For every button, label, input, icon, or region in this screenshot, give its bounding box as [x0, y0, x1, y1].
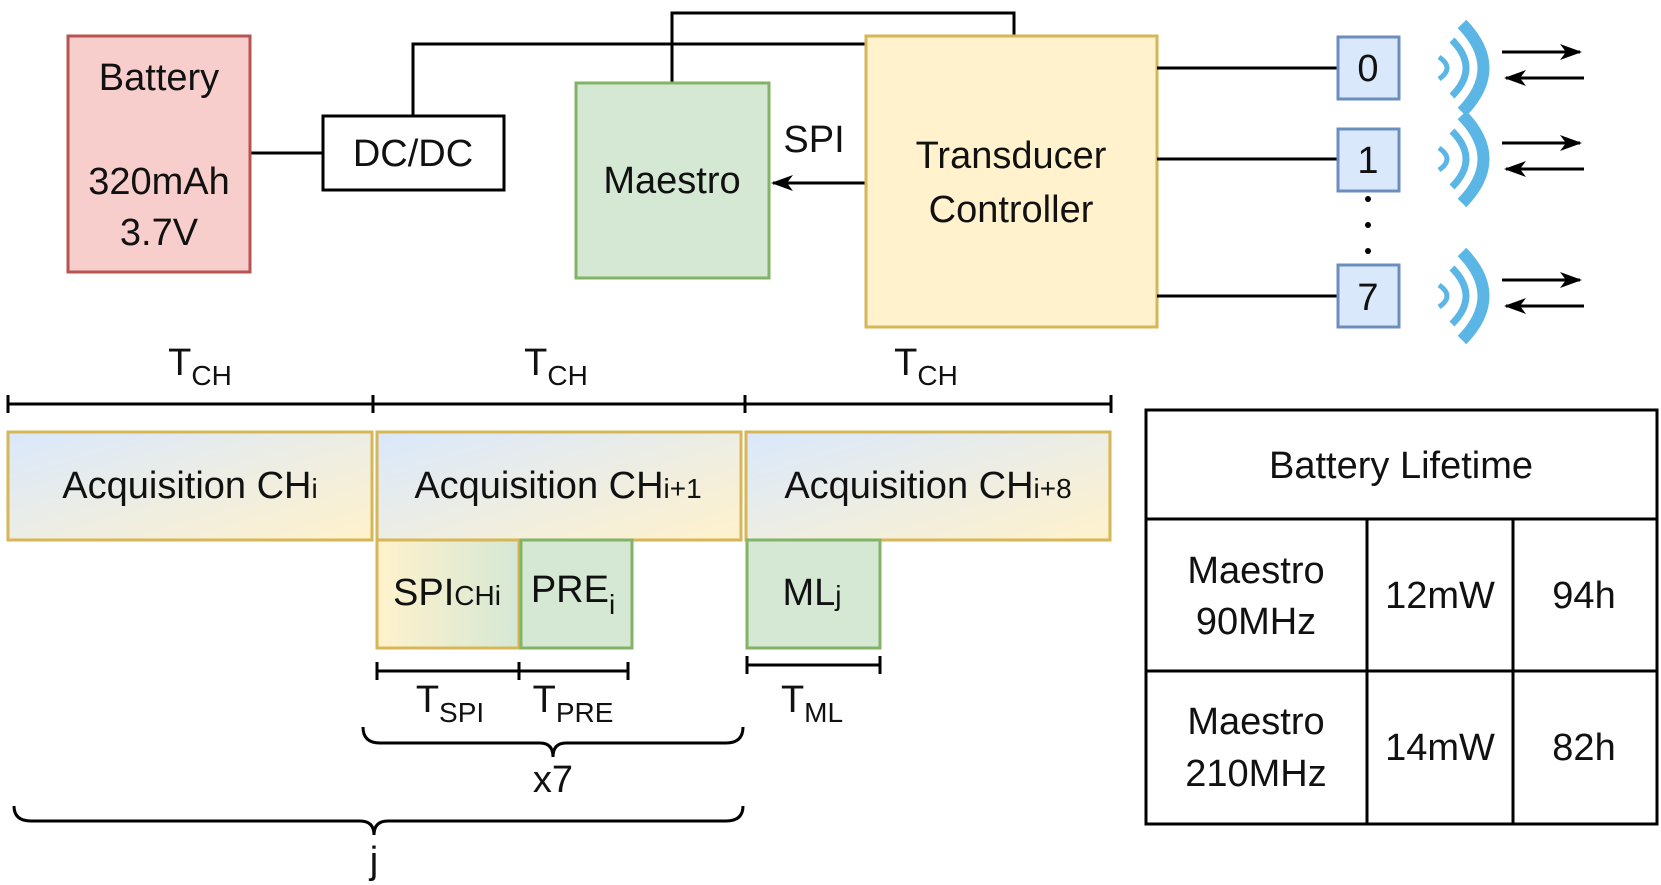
battery-voltage: 3.7V — [120, 212, 199, 254]
outer-label: j — [369, 840, 378, 882]
channel-0: 0 — [1336, 35, 1401, 101]
channel-7: 7 — [1336, 263, 1401, 329]
ultrasound-wave-1 — [1437, 110, 1584, 208]
controller-label-line1: Transducer — [916, 135, 1107, 177]
maestro-label: Maestro — [603, 160, 740, 202]
t-pre-label: TPRE — [533, 679, 614, 728]
svg-text:TCH: TCH — [524, 342, 588, 391]
ml-inference-block: MLj — [745, 538, 882, 650]
svg-text:Acquisition CHi: Acquisition CHi — [62, 465, 317, 507]
battery-block: Battery 320mAh 3.7V — [66, 34, 252, 274]
svg-text:TCH: TCH — [168, 342, 232, 391]
config-cell-freq: 90MHz — [1196, 601, 1316, 643]
spi-link: SPI — [771, 119, 866, 191]
lifetime-cell: 82h — [1552, 727, 1615, 769]
svg-text:MLj: MLj — [782, 572, 841, 614]
acquisition-ch-i+1: Acquisition CHi+1 — [375, 430, 743, 542]
ultrasound-icon — [1437, 19, 1490, 117]
channel-ellipsis — [1365, 196, 1371, 254]
t-ml-label: TML — [781, 679, 843, 728]
acquisition-ch-i+8: Acquisition CHi+8 — [744, 430, 1112, 542]
period-label-2: TCH — [524, 342, 588, 391]
ultrasound-wave-7 — [1437, 247, 1584, 345]
config-cell: Maestro — [1187, 701, 1324, 743]
period-symbol: T — [894, 342, 917, 384]
channel-1-label: 1 — [1357, 140, 1378, 182]
svg-text:SPICHi: SPICHi — [393, 572, 501, 614]
period-symbol: T — [168, 342, 191, 384]
channel-0-label: 0 — [1357, 48, 1378, 90]
svg-text:Acquisition CHi+8: Acquisition CHi+8 — [784, 465, 1071, 507]
lifetime-cell: 94h — [1552, 575, 1615, 617]
spi-transfer-block: SPICHi — [375, 538, 521, 650]
svg-text:TPRE: TPRE — [533, 679, 614, 728]
battery-lifetime-table: Battery Lifetime Maestro 90MHz 12mW 94h … — [1144, 408, 1659, 826]
period-subscript: CH — [917, 360, 957, 391]
t-spi-label: TSPI — [416, 679, 484, 728]
battery-capacity: 320mAh — [88, 161, 230, 203]
dcdc-block: DC/DC — [321, 114, 506, 192]
period-symbol: T — [524, 342, 547, 384]
table-title: Battery Lifetime — [1269, 445, 1533, 487]
acquisition-ch-i: Acquisition CHi — [6, 430, 374, 542]
svg-text:TSPI: TSPI — [416, 679, 484, 728]
transducer-channels: 0 1 7 — [1157, 35, 1401, 329]
svg-text:TML: TML — [781, 679, 843, 728]
sub-dimension-lines — [375, 656, 882, 680]
period-dimension-line — [6, 395, 1113, 413]
dcdc-label: DC/DC — [353, 133, 473, 175]
table-row: Maestro 210MHz 14mW 82h — [1185, 701, 1615, 795]
repeat-label: x7 — [533, 759, 573, 801]
channel-7-label: 7 — [1357, 277, 1378, 319]
period-subscript: CH — [547, 360, 587, 391]
outer-brace: j — [12, 805, 745, 882]
table-row: Maestro 90MHz 12mW 94h — [1187, 550, 1615, 643]
power-cell: 14mW — [1385, 727, 1495, 769]
period-label-1: TCH — [168, 342, 232, 391]
spi-link-label: SPI — [783, 119, 844, 161]
svg-text:Acquisition CHi+1: Acquisition CHi+1 — [414, 465, 701, 507]
ultrasound-wave-0 — [1437, 19, 1584, 117]
battery-label: Battery — [99, 57, 219, 99]
channel-1: 1 — [1336, 127, 1401, 193]
config-cell: Maestro — [1187, 550, 1324, 592]
preprocessing-block: PREi — [519, 538, 634, 650]
transducer-controller-block: Transducer Controller — [864, 34, 1159, 329]
svg-text:TCH: TCH — [894, 342, 958, 391]
ultrasound-icon — [1437, 110, 1490, 208]
period-subscript: CH — [191, 360, 231, 391]
controller-label-line2: Controller — [929, 189, 1094, 231]
maestro-block: Maestro — [574, 81, 771, 280]
power-cell: 12mW — [1385, 575, 1495, 617]
config-cell-freq: 210MHz — [1185, 753, 1327, 795]
ultrasound-icon — [1437, 247, 1490, 345]
svg-text:PREi: PREi — [531, 569, 615, 620]
repeat-brace: x7 — [361, 726, 745, 801]
period-label-3: TCH — [894, 342, 958, 391]
